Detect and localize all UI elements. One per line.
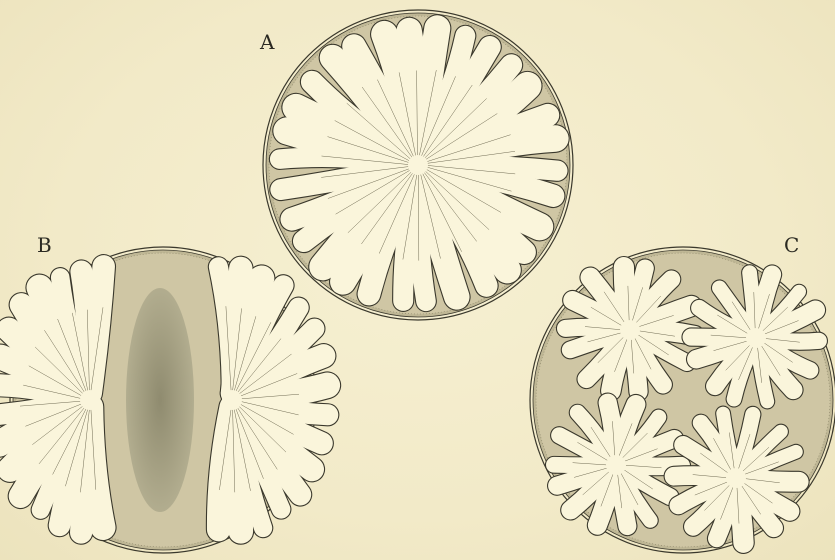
nucleus <box>746 328 766 348</box>
cell-c-four-daughter-cells <box>530 247 835 553</box>
nucleus <box>606 455 626 475</box>
division-cleft <box>126 288 194 512</box>
nucleus <box>80 390 100 410</box>
lobe <box>91 266 104 393</box>
nucleus <box>408 155 428 175</box>
nucleus <box>726 468 746 488</box>
lobe <box>219 407 232 530</box>
cell-a-undivided <box>263 10 573 320</box>
nucleus <box>620 320 640 340</box>
nucleus <box>222 390 242 410</box>
label-a: A <box>260 30 274 54</box>
label-b: B <box>37 233 52 257</box>
cell-b-two-daughter-cells <box>0 247 328 553</box>
label-c: C <box>784 233 799 257</box>
